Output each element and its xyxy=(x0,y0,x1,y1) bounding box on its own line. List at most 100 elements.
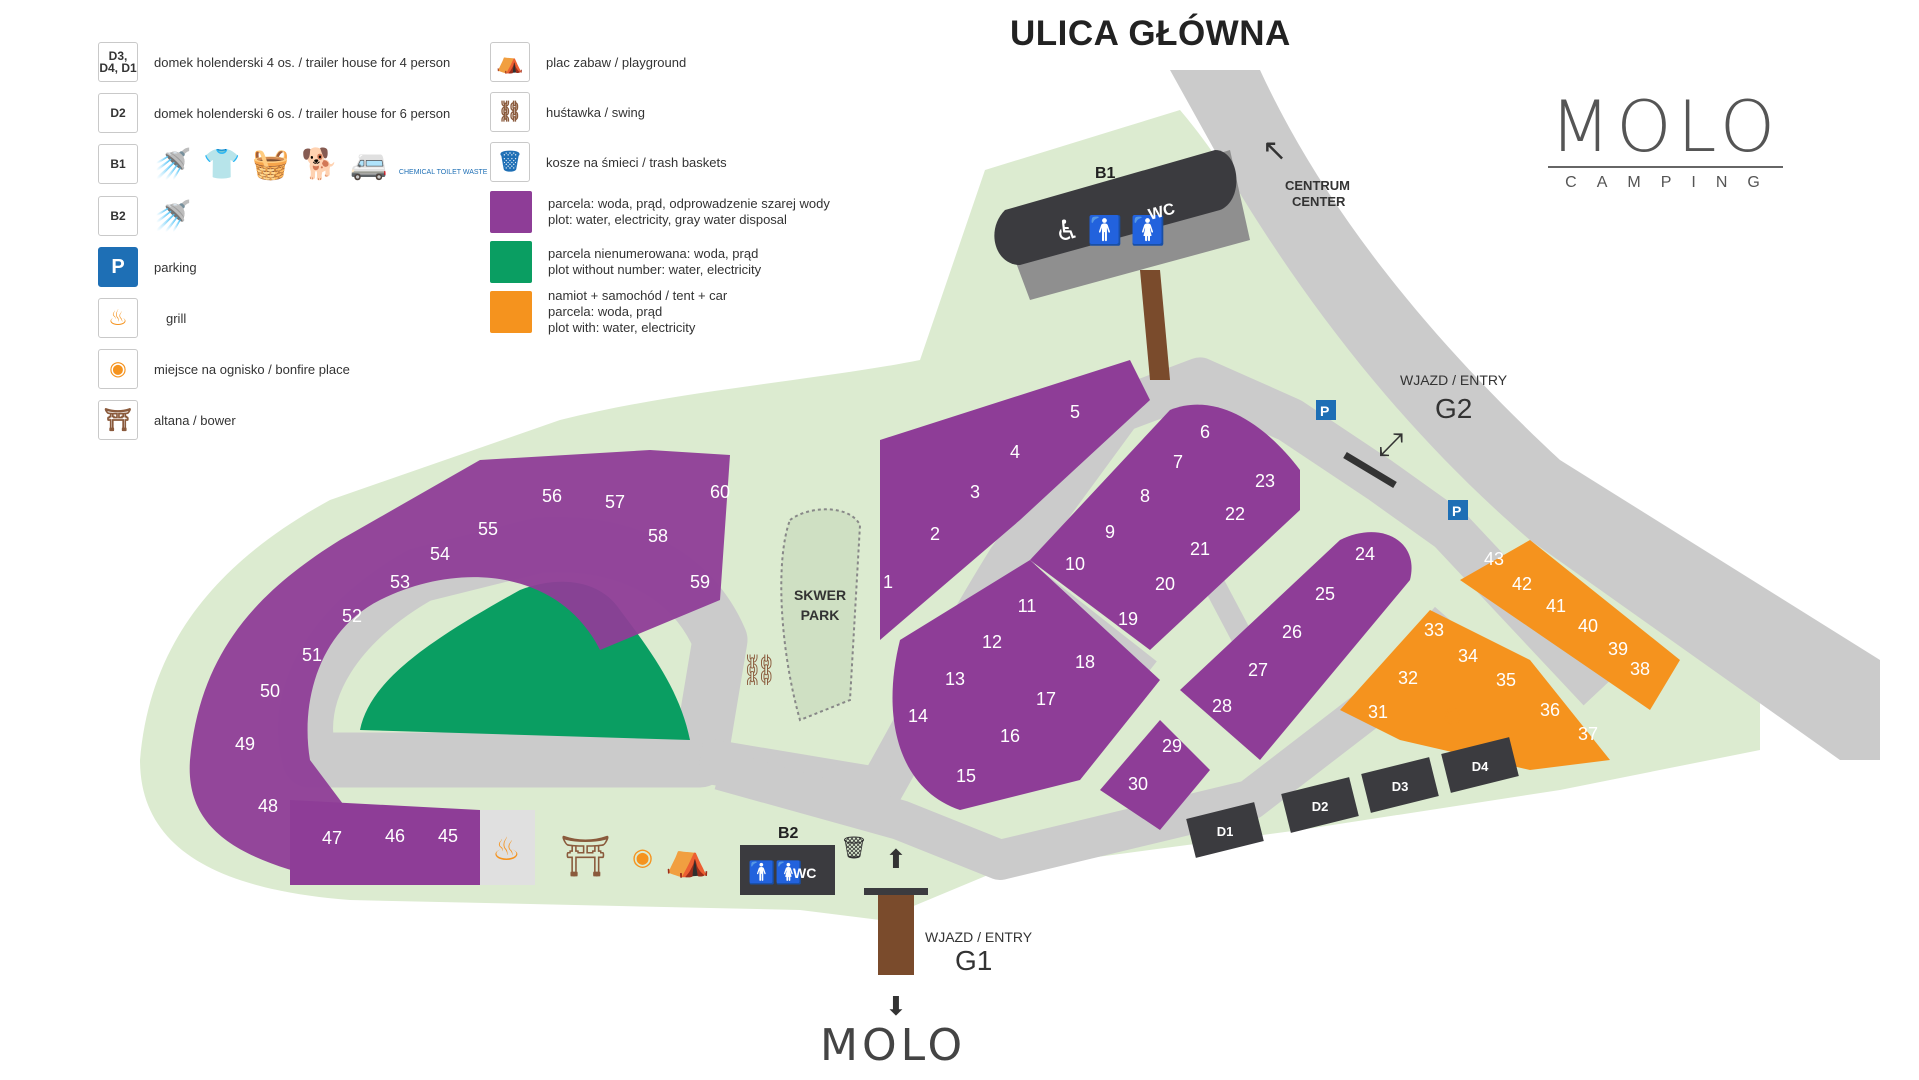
g1-entry-code: G1 xyxy=(955,945,992,976)
plot-number-7[interactable]: 7 xyxy=(1173,452,1183,472)
plot-number-38[interactable]: 38 xyxy=(1630,659,1650,679)
plot-number-13[interactable]: 13 xyxy=(945,669,965,689)
legend-bonfire-icon: ◉ xyxy=(98,349,138,389)
plot-number-54[interactable]: 54 xyxy=(430,544,450,564)
b2-wc: WC xyxy=(793,865,816,881)
legend-playground-icon: ⛺ xyxy=(490,42,530,82)
legend-row-plot-purple: parcela: woda, prąd, odprowadzenie szare… xyxy=(490,190,830,234)
parking-sign-1[interactable] xyxy=(1316,400,1336,420)
plot-number-23[interactable]: 23 xyxy=(1255,471,1275,491)
plot-number-26[interactable]: 26 xyxy=(1282,622,1302,642)
plot-number-16[interactable]: 16 xyxy=(1000,726,1020,746)
b1-path xyxy=(1140,270,1170,380)
legend-plot-green-line-1: parcela nienumerowana: woda, prąd xyxy=(548,246,759,261)
g2-arrow-icon: ⤢ xyxy=(1378,426,1404,462)
plot-number-56[interactable]: 56 xyxy=(542,486,562,506)
plot-number-11[interactable]: 11 xyxy=(1018,596,1037,616)
cabin-d2[interactable] xyxy=(1281,777,1359,833)
plot-number-28[interactable]: 28 xyxy=(1212,696,1232,716)
brand-bottom-logo: MOLO xyxy=(820,1020,967,1071)
bower-icon: ⛩ xyxy=(560,835,611,879)
plot-number-58[interactable]: 58 xyxy=(648,526,668,546)
plot-number-49[interactable]: 49 xyxy=(235,734,255,754)
washing-machine-icon: 🧺 xyxy=(251,147,290,181)
g1-arrow-up-icon: ⬆ xyxy=(885,844,907,874)
plot-number-22[interactable]: 22 xyxy=(1225,504,1245,524)
plot-number-37[interactable]: 37 xyxy=(1578,724,1598,744)
plot-number-47[interactable]: 47 xyxy=(322,828,342,848)
plot-number-33[interactable]: 33 xyxy=(1424,620,1444,640)
plot-number-1[interactable]: 1 xyxy=(883,572,893,592)
plot-number-24[interactable]: 24 xyxy=(1355,544,1375,564)
legend-plot-orange-line-3: plot with: water, electricity xyxy=(548,320,696,335)
plot-number-12[interactable]: 12 xyxy=(982,632,1002,652)
plot-number-18[interactable]: 18 xyxy=(1075,652,1095,672)
legend-bower-icon: ⛩ xyxy=(98,400,138,440)
cabin-d3[interactable] xyxy=(1361,757,1439,813)
plot-number-14[interactable]: 14 xyxy=(908,706,928,726)
legend-row-plot-green: parcela nienumerowana: woda, prąd plot w… xyxy=(490,240,761,284)
swing-icon: ⛓ xyxy=(740,654,778,687)
legend-text-plot-green: parcela nienumerowana: woda, prąd plot w… xyxy=(548,246,761,278)
legend-text-bonfire: miejsce na ognisko / bonfire place xyxy=(154,361,350,377)
legend-text-d2: domek holenderski 6 os. / trailer house … xyxy=(154,105,451,121)
legend-text-playground: plac zabaw / playground xyxy=(546,54,687,70)
plot-number-46[interactable]: 46 xyxy=(385,826,405,846)
plot-number-57[interactable]: 57 xyxy=(605,492,625,512)
plot-number-51[interactable]: 51 xyxy=(302,645,322,665)
plot-number-53[interactable]: 53 xyxy=(390,572,410,592)
legend-swatch-green xyxy=(490,241,532,283)
plot-number-25[interactable]: 25 xyxy=(1315,584,1335,604)
plot-number-9[interactable]: 9 xyxy=(1105,522,1115,542)
plot-number-27[interactable]: 27 xyxy=(1248,660,1268,680)
plot-number-19[interactable]: 19 xyxy=(1118,609,1138,629)
plot-number-60[interactable]: 60 xyxy=(710,482,730,502)
plot-number-30[interactable]: 30 xyxy=(1128,774,1148,794)
main-road xyxy=(1170,70,1880,760)
parking-sign-2[interactable] xyxy=(1448,500,1468,520)
cabin-label-d2: D2 xyxy=(1312,799,1329,814)
bonfire-icon-east: ◉ xyxy=(1443,702,1462,727)
plot-number-6[interactable]: 6 xyxy=(1200,422,1210,442)
legend-code-d2: D2 xyxy=(98,93,138,133)
plot-number-41[interactable]: 41 xyxy=(1546,596,1566,616)
plot-number-48[interactable]: 48 xyxy=(258,796,278,816)
plot-number-59[interactable]: 59 xyxy=(690,572,710,592)
plot-number-20[interactable]: 20 xyxy=(1155,574,1175,594)
plot-number-2[interactable]: 2 xyxy=(930,524,940,544)
plot-number-45[interactable]: 45 xyxy=(438,826,458,846)
plot-number-39[interactable]: 39 xyxy=(1608,639,1628,659)
b2-building[interactable] xyxy=(740,845,835,895)
plot-number-40[interactable]: 40 xyxy=(1578,616,1598,636)
legend-text-d3d4d1: domek holenderski 4 os. / trailer house … xyxy=(154,54,451,70)
plot-number-10[interactable]: 10 xyxy=(1065,554,1085,574)
plot-number-42[interactable]: 42 xyxy=(1512,574,1532,594)
legend-grill-icon: ♨ xyxy=(98,298,138,338)
b1-building[interactable] xyxy=(994,150,1237,265)
plot-number-5[interactable]: 5 xyxy=(1070,402,1080,422)
plot-number-32[interactable]: 32 xyxy=(1398,668,1418,688)
legend-row-b1: B1 🚿 👕 🧺 🐕 🚐 CHEMICAL TOILET WASTE xyxy=(98,142,487,186)
plot-number-21[interactable]: 21 xyxy=(1190,539,1210,559)
plot-number-52[interactable]: 52 xyxy=(342,606,362,626)
plot-number-3[interactable]: 3 xyxy=(970,482,980,502)
legend-plot-purple-line-2: plot: water, electricity, gray water dis… xyxy=(548,212,787,227)
plot-number-55[interactable]: 55 xyxy=(478,519,498,539)
plot-number-31[interactable]: 31 xyxy=(1368,702,1388,722)
plot-number-36[interactable]: 36 xyxy=(1540,700,1560,720)
plot-number-17[interactable]: 17 xyxy=(1036,689,1056,709)
g1-path xyxy=(878,890,914,975)
plot-number-34[interactable]: 34 xyxy=(1458,646,1478,666)
plot-number-50[interactable]: 50 xyxy=(260,681,280,701)
plot-number-15[interactable]: 15 xyxy=(956,766,976,786)
b2-icons: 🚹🚺 xyxy=(748,860,803,885)
plot-number-29[interactable]: 29 xyxy=(1162,736,1182,756)
cabin-d1[interactable] xyxy=(1186,802,1264,858)
legend-swatch-purple xyxy=(490,191,532,233)
plot-number-43[interactable]: 43 xyxy=(1484,549,1504,569)
plot-number-35[interactable]: 35 xyxy=(1496,670,1516,690)
chemical-toilet-label: CHEMICAL TOILET WASTE xyxy=(398,168,488,176)
plot-number-4[interactable]: 4 xyxy=(1010,442,1020,462)
cabin-d4[interactable] xyxy=(1441,737,1519,793)
plot-number-8[interactable]: 8 xyxy=(1140,486,1150,506)
